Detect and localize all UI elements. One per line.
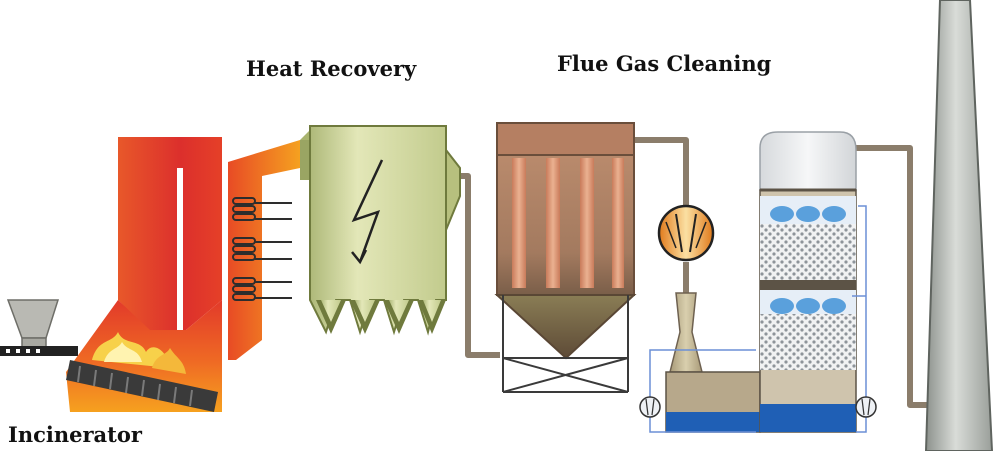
recirculation-piping	[649, 205, 867, 433]
venturi-quench	[669, 292, 703, 373]
fan-icon	[657, 204, 715, 262]
pump-icon	[855, 396, 877, 418]
flame-icon	[92, 332, 186, 374]
wet-scrubber	[639, 131, 877, 433]
incinerator-boiler	[66, 137, 300, 412]
flue-gas-ducting	[459, 137, 928, 408]
boiler-coils	[232, 197, 292, 301]
flue-gas-cleaning-label: Flue Gas Cleaning	[557, 51, 772, 76]
waste-feed-hopper	[0, 299, 78, 356]
electrostatic-precipitator	[300, 125, 461, 336]
pump-icon	[639, 396, 661, 418]
chimney-stack	[924, 0, 994, 451]
lightning-icon	[351, 159, 384, 263]
incinerator-label: Incinerator	[8, 422, 143, 447]
baghouse-filter	[494, 122, 637, 393]
baghouse-support-frame	[502, 295, 629, 393]
heat-recovery-label: Heat Recovery	[246, 56, 417, 81]
